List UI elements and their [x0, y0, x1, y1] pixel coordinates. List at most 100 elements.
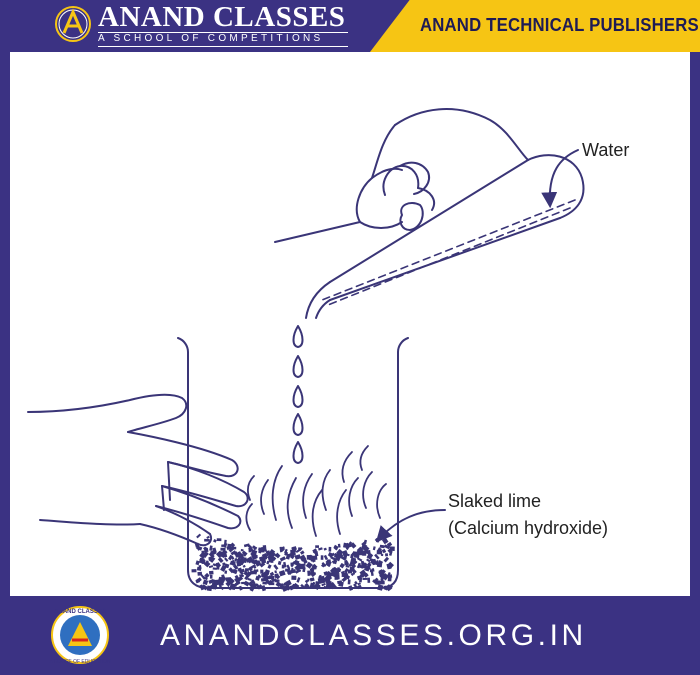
granule: [225, 579, 230, 582]
granule: [222, 576, 227, 581]
granule: [323, 547, 327, 551]
granule: [202, 576, 208, 581]
granule: [265, 550, 271, 557]
granule: [351, 552, 355, 558]
granule: [263, 576, 268, 582]
granule: [261, 585, 266, 592]
granule: [293, 559, 300, 566]
granule: [333, 546, 338, 551]
granule: [379, 580, 385, 585]
granule: [212, 563, 216, 567]
feeling-hand: [27, 393, 249, 547]
granule: [350, 542, 357, 549]
granule: [290, 562, 293, 566]
granule: [296, 568, 302, 573]
granule: [328, 572, 331, 576]
granule: [325, 575, 330, 581]
granule: [228, 577, 235, 584]
granule: [273, 578, 278, 582]
granule: [251, 582, 258, 589]
granule: [230, 545, 236, 551]
granule: [279, 556, 286, 562]
brand-title: ANAND CLASSES: [98, 1, 346, 33]
granule: [252, 545, 258, 550]
granule: [370, 570, 374, 577]
granule: [356, 557, 363, 562]
granule: [277, 560, 282, 566]
granule: [311, 564, 317, 570]
granule: [238, 585, 243, 591]
granule: [377, 560, 384, 567]
granule: [244, 568, 249, 572]
granule: [218, 585, 224, 591]
granule: [323, 554, 329, 561]
granule: [273, 564, 279, 570]
granule: [313, 572, 316, 575]
granule: [220, 565, 227, 572]
granule: [209, 570, 214, 575]
granule: [240, 549, 244, 552]
granule: [275, 581, 282, 588]
granule: [206, 585, 213, 592]
granule: [304, 582, 310, 589]
granule: [285, 568, 290, 572]
calcium-hydroxide-label: (Calcium hydroxide): [448, 518, 608, 538]
granule: [294, 554, 301, 560]
granule: [206, 535, 210, 539]
granule: [226, 586, 232, 591]
granule: [201, 584, 208, 591]
granule: [254, 560, 262, 567]
granule: [352, 560, 358, 565]
footer-logo-top-text: ANAND CLASSES: [54, 609, 106, 615]
granule: [387, 548, 393, 554]
granule: [341, 549, 349, 557]
granule: [230, 542, 236, 548]
granule: [209, 545, 213, 551]
granule: [315, 545, 319, 548]
granule: [267, 556, 272, 563]
slaked-lime-arrow: [375, 509, 446, 543]
granule: [208, 556, 212, 561]
granule: [224, 557, 229, 562]
granule: [204, 572, 210, 579]
granule: [314, 551, 319, 557]
granule: [279, 585, 284, 589]
granule: [290, 548, 297, 555]
footer-url[interactable]: ANANDCLASSES.ORG.IN: [160, 619, 587, 652]
granule: [232, 564, 239, 570]
granule: [243, 570, 250, 577]
granule: [235, 552, 242, 558]
granule: [220, 547, 226, 551]
granule: [236, 557, 242, 564]
granule: [227, 543, 232, 548]
granule: [247, 566, 253, 572]
granule: [213, 539, 217, 543]
granule: [311, 559, 316, 563]
water-label: Water: [582, 140, 629, 160]
granule: [257, 574, 262, 579]
granule: [328, 546, 332, 552]
test-tube: [305, 154, 585, 319]
granule: [320, 555, 324, 560]
granule: [199, 552, 206, 560]
granule: [266, 570, 270, 575]
granule: [330, 556, 337, 561]
granule: [318, 547, 323, 551]
granule: [344, 567, 349, 574]
granule: [325, 559, 330, 564]
granule: [234, 577, 240, 584]
granule: [279, 546, 283, 553]
granule: [384, 544, 391, 550]
granule: [347, 569, 353, 574]
granule: [259, 561, 266, 568]
granule: [222, 550, 227, 554]
granule: [309, 570, 317, 578]
granule: [239, 574, 244, 578]
granule: [337, 543, 341, 548]
granule: [343, 542, 348, 548]
granule: [260, 569, 264, 574]
granule: [336, 548, 344, 557]
granule: [325, 570, 332, 578]
granule: [215, 562, 222, 568]
